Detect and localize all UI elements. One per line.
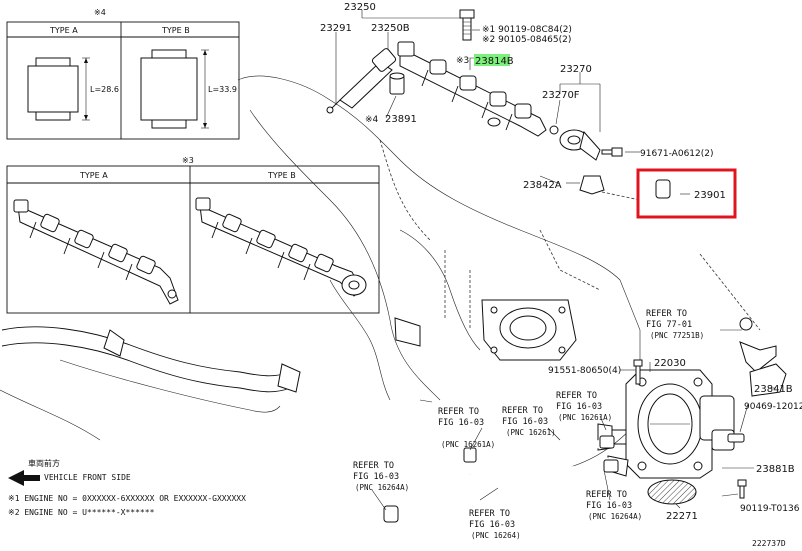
fuel-rail-assembly [326,9,623,195]
collar-type-a-shape [27,57,90,121]
label-90119-08c84: ※1 90119-08C84(2) [482,25,572,35]
bolt-23250-shape [459,9,475,41]
label-23901: 23901 [694,190,726,201]
label-90105-08465: ※2 90105-08465(2) [482,35,571,45]
label-23270f: 23270F [542,90,580,101]
refer-16-03-16264a-right[interactable]: REFER TO FIG 16-03 (PNC 16264A) [586,490,642,521]
svg-text:(PNC 16264A): (PNC 16264A) [355,483,409,492]
label-23250b: 23250B [371,23,410,34]
label-91671: 91671-A0612(2) [640,149,714,159]
svg-text:FIG 16-03: FIG 16-03 [469,520,515,530]
injector-shape [326,48,397,114]
label-23814b: 23814B [475,56,514,67]
svg-text:REFER TO: REFER TO [646,309,687,319]
label-23891: 23891 [385,114,417,125]
pressure-pulsation-damper-shape [549,125,601,161]
label-22271: 22271 [666,511,698,522]
highlight-23814b [474,54,510,66]
front-label-jp: 車両前方 [28,458,60,468]
refer-16-03-16261[interactable]: REFER TO FIG 16-03 (PNC 16261) [502,406,556,437]
label-91551: 91551-80650(4) [548,366,621,376]
front-arrow-icon [8,470,40,486]
gasket-22271-shape [647,479,697,505]
clip-23842a-shape [579,175,605,195]
inset-collar-types: ※4 TYPE A TYPE B L=28.6 L=33.9 [6,8,240,140]
refer-16-03-16261a-left[interactable]: REFER TO FIG 16-03 (PNC 16261A) [438,407,495,449]
refer-16-03-16264[interactable]: REFER TO FIG 16-03 (PNC 16264) [469,509,521,540]
coolant-hoses [383,435,619,525]
inset-delivery-pipe-types: ※3 TYPE A TYPE B [6,156,380,314]
inset-mid-frame [6,165,380,314]
label-90119-t0136: 90119-T0136 [740,504,800,514]
inset-top-frame [6,21,240,140]
bracket-23841b-shape [749,363,787,397]
delivery-pipe-type-a-shape [13,199,179,305]
dim-label-b: L=33.9 [208,85,237,94]
vehicle-front-indicator: 車両前方 VEHICLE FRONT SIDE [8,458,131,486]
front-label-en: VEHICLE FRONT SIDE [44,473,131,482]
label-23842a: 23842A [523,180,562,191]
dim-label-a: L=28.6 [90,85,119,94]
leader-lines [335,10,776,511]
refer-16-03-16264a-left[interactable]: REFER TO FIG 16-03 (PNC 16264A) [353,461,409,492]
label-23891-mark: ※4 [365,115,379,125]
svg-text:(PNC 16264A): (PNC 16264A) [588,512,642,521]
diagram-id: 222737D [752,539,786,548]
svg-text:REFER TO: REFER TO [438,407,479,417]
inset-mid-mark: ※3 [182,156,194,165]
label-23814b-mark: ※3 [456,56,469,66]
refer-16-03-16261a-right[interactable]: REFER TO FIG 16-03 (PNC 16261A) [556,391,612,422]
label-23270: 23270 [560,64,592,75]
svg-text:FIG 16-03: FIG 16-03 [502,417,548,427]
fuel-hose-23901-shape [655,179,777,373]
note-engine-2: ※2 ENGINE NO = U******-X****** [8,508,155,517]
svg-text:REFER TO: REFER TO [586,490,627,500]
label-23250: 23250 [344,2,376,13]
refer-labels: REFER TO FIG 77-01 (PNC 77251B) REFER TO… [353,309,704,540]
throttle-body-22030-shape [597,369,735,479]
svg-text:REFER TO: REFER TO [353,461,394,471]
bolt-90119-t0136-shape [737,479,747,499]
bolt-91551-shape [633,359,643,385]
inset-mid-type-a: TYPE A [79,171,108,180]
label-23291: 23291 [320,23,352,34]
note-engine-1: ※1 ENGINE NO = 0XXXXXX-6XXXXXX OR EXXXXX… [8,494,246,503]
label-90469: 90469-12012 [744,402,802,412]
refer-77-01[interactable]: REFER TO FIG 77-01 (PNC 77251B) [646,309,704,340]
collar-23891-shape [389,72,405,95]
svg-text:(PNC 16261A): (PNC 16261A) [558,413,612,422]
svg-text:REFER TO: REFER TO [556,391,597,401]
svg-text:(PNC 16261A): (PNC 16261A) [441,440,495,449]
engine-outline [0,75,641,471]
inset-top-mark: ※4 [94,8,106,17]
inset-top-type-a: TYPE A [49,26,78,35]
svg-text:FIG 16-03: FIG 16-03 [438,418,484,428]
svg-text:FIG 77-01: FIG 77-01 [646,320,692,330]
svg-text:(PNC 16261): (PNC 16261) [506,428,556,437]
svg-text:REFER TO: REFER TO [469,509,510,519]
collar-type-b-shape [140,49,209,129]
delivery-pipe-type-b-shape [195,197,367,297]
label-23841b: 23841B [754,384,793,395]
label-22030: 22030 [654,358,686,369]
bolt-91671-shape [601,147,623,157]
svg-text:REFER TO: REFER TO [502,406,543,416]
svg-text:(PNC 16264): (PNC 16264) [471,531,521,540]
highlight-box-23901 [636,168,737,219]
svg-text:FIG 16-03: FIG 16-03 [586,501,632,511]
svg-text:FIG 16-03: FIG 16-03 [556,402,602,412]
part-labels: 23250 23291 23250B ※1 90119-08C84(2) ※2 … [320,2,802,522]
inset-top-type-b: TYPE B [161,26,190,35]
svg-text:FIG 16-03: FIG 16-03 [353,472,399,482]
inset-mid-type-b: TYPE B [267,171,296,180]
delivery-pipe-23814b-shape [397,41,547,137]
bolt-90469-shape [727,433,745,443]
label-23881b: 23881B [756,464,795,475]
svg-text:(PNC 77251B): (PNC 77251B) [650,331,704,340]
